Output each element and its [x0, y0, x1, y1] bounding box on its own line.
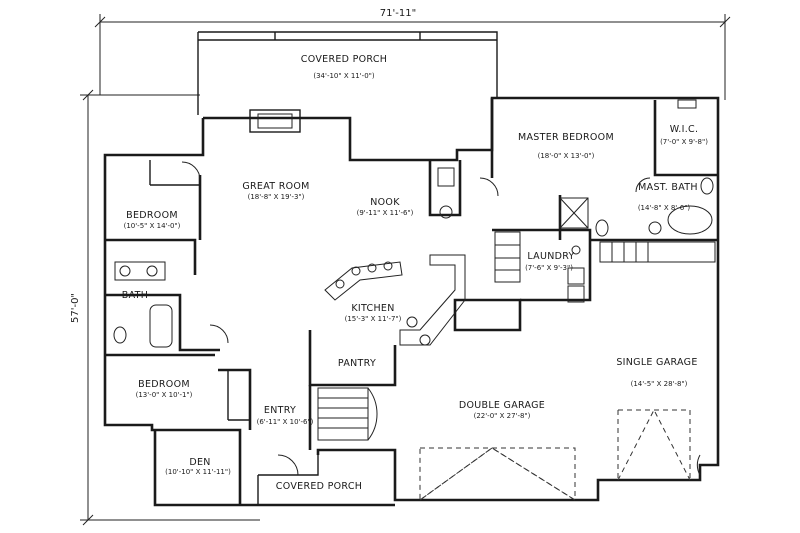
room-label-mast-bath: MAST. BATH (14'-8" X 8'-6")	[638, 182, 698, 212]
garage-doors	[419, 408, 691, 501]
svg-text:(10'-5" X 14'-0"): (10'-5" X 14'-0")	[124, 222, 181, 230]
svg-text:(34'-10" X 11'-0"): (34'-10" X 11'-0")	[313, 72, 374, 80]
room-label-double-garage: DOUBLE GARAGE (22'-0" X 27'-8")	[459, 400, 545, 420]
svg-text:SINGLE GARAGE: SINGLE GARAGE	[616, 357, 697, 368]
room-label-covered-porch-rear: COVERED PORCH (34'-10" X 11'-0")	[301, 54, 387, 80]
fixtures	[113, 99, 716, 441]
room-label-great-room: GREAT ROOM (18'-8" X 19'-3")	[242, 181, 309, 201]
room-label-wic: W.I.C. (7'-0" X 9'-8")	[660, 124, 708, 146]
svg-text:DOUBLE GARAGE: DOUBLE GARAGE	[459, 400, 545, 411]
svg-text:(9'-11" X 11'-6"): (9'-11" X 11'-6")	[357, 209, 414, 217]
svg-text:MASTER BEDROOM: MASTER BEDROOM	[518, 132, 614, 143]
svg-text:(22'-0" X 27'-8"): (22'-0" X 27'-8")	[474, 412, 531, 420]
svg-text:W.I.C.: W.I.C.	[670, 124, 699, 135]
svg-text:(7'-6" X 9'-3"): (7'-6" X 9'-3")	[525, 264, 573, 272]
svg-text:KITCHEN: KITCHEN	[351, 303, 394, 314]
svg-text:(7'-0" X 9'-8"): (7'-0" X 9'-8")	[660, 138, 708, 146]
room-label-single-garage: SINGLE GARAGE (14'-5" X 28'-8")	[616, 357, 697, 388]
exterior-walls	[103, 31, 720, 507]
room-label-laundry: LAUNDRY (7'-6" X 9'-3")	[525, 251, 574, 272]
room-label-nook: NOOK (9'-11" X 11'-6")	[357, 197, 414, 217]
width-dimension-label: 71'-11"	[380, 8, 416, 19]
svg-text:COVERED PORCH: COVERED PORCH	[276, 481, 362, 492]
door-swings	[181, 161, 701, 476]
svg-text:PANTRY: PANTRY	[338, 358, 376, 369]
svg-text:(18'-8" X 19'-3"): (18'-8" X 19'-3")	[248, 193, 305, 201]
room-label-den: DEN (10'-10" X 11'-11")	[165, 457, 231, 476]
room-label-covered-porch-front: COVERED PORCH	[276, 481, 362, 492]
svg-text:MAST. BATH: MAST. BATH	[638, 182, 698, 193]
svg-text:(14'-8" X 8'-6"): (14'-8" X 8'-6")	[638, 204, 691, 212]
svg-text:BEDROOM: BEDROOM	[138, 379, 190, 390]
room-label-bath: BATH	[122, 290, 148, 301]
depth-dimension-label: 57'-0"	[70, 293, 81, 323]
room-label-bedroom-2: BEDROOM (13'-0" X 10'-1")	[136, 379, 193, 399]
room-label-bedroom-1: BEDROOM (10'-5" X 14'-0")	[124, 210, 181, 230]
room-label-entry: ENTRY (6'-11" X 10'-6")	[257, 405, 314, 426]
room-label-master-bedroom: MASTER BEDROOM (18'-0" X 13'-0")	[518, 132, 614, 160]
svg-text:(15'-3" X 11'-7"): (15'-3" X 11'-7")	[345, 315, 402, 323]
room-label-kitchen: KITCHEN (15'-3" X 11'-7")	[345, 303, 402, 323]
dimension-depth	[80, 89, 260, 526]
svg-text:BEDROOM: BEDROOM	[126, 210, 178, 221]
svg-text:BATH: BATH	[122, 290, 148, 301]
svg-text:(6'-11" X 10'-6"): (6'-11" X 10'-6")	[257, 418, 314, 426]
interior-walls	[105, 98, 718, 450]
svg-text:ENTRY: ENTRY	[264, 405, 296, 416]
svg-text:(14'-5" X 28'-8"): (14'-5" X 28'-8")	[631, 380, 688, 388]
svg-text:NOOK: NOOK	[370, 197, 400, 208]
svg-text:GREAT ROOM: GREAT ROOM	[242, 181, 309, 192]
svg-text:DEN: DEN	[189, 457, 210, 468]
svg-text:COVERED PORCH: COVERED PORCH	[301, 54, 387, 65]
dimension-width	[94, 6, 731, 100]
svg-text:(18'-0" X 13'-0"): (18'-0" X 13'-0")	[538, 152, 595, 160]
room-label-pantry: PANTRY	[338, 358, 376, 369]
svg-text:LAUNDRY: LAUNDRY	[527, 251, 574, 262]
svg-text:(13'-0" X 10'-1"): (13'-0" X 10'-1")	[136, 391, 193, 399]
svg-text:(10'-10" X 11'-11"): (10'-10" X 11'-11")	[165, 468, 231, 476]
